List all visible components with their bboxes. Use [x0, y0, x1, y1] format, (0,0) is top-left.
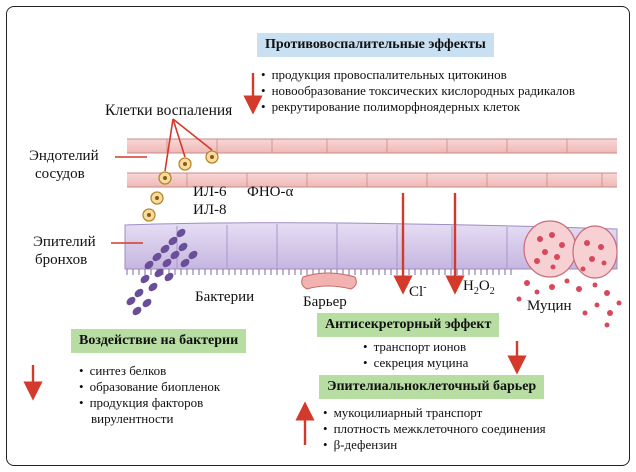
epithelial-barrier-box: Эпителиальноклеточный барьер — [319, 375, 544, 399]
list-item: мукоцилиарный транспорт — [323, 405, 546, 421]
diagram-frame: Противовоспалительные эффекты продукция … — [6, 6, 630, 466]
list-item: продукция факторов — [79, 395, 220, 411]
bacteria-effect-box: Воздействие на бактерии — [71, 329, 246, 353]
chloride-label: Cl- — [409, 279, 427, 301]
list-item: новообразование токсических кислородных … — [261, 83, 575, 99]
list-item: образование биопленок — [79, 379, 220, 395]
epithelium-label-line2: бронхов — [35, 251, 87, 269]
list-item: продукция провоспалительных цитокинов — [261, 67, 575, 83]
barrier-label: Барьер — [303, 293, 347, 311]
list-item: β-дефензин — [323, 437, 546, 453]
epithelial-barrier-title: Эпителиальноклеточный барьер — [327, 379, 536, 394]
bacteria-effect-title: Воздействие на бактерии — [79, 333, 238, 348]
list-item: плотность межклеточного соединения — [323, 421, 546, 437]
list-item: вирулентности — [79, 411, 220, 427]
il6-label: ИЛ-6 — [193, 183, 227, 201]
list-item: транспорт ионов — [363, 339, 468, 355]
list-item: синтез белков — [79, 363, 220, 379]
list-item: секреция муцина — [363, 355, 468, 371]
anti-inflammatory-box: Противовоспалительные эффекты — [257, 33, 494, 57]
il8-label: ИЛ-8 — [193, 201, 227, 219]
inflammation-cells-label: Клетки воспаления — [105, 102, 232, 120]
h2o2-label: H2O2 — [463, 277, 495, 301]
epithelial-barrier-list: мукоцилиарный транспорт плотность межкле… — [323, 405, 546, 453]
endothelium-label-line2: сосудов — [35, 165, 85, 183]
bacteria-effect-list: синтез белков образование биопленок прод… — [79, 363, 220, 427]
antisecretory-box: Антисекреторный эффект — [317, 313, 499, 337]
bacteria-label: Бактерии — [195, 288, 254, 306]
mucin-label: Муцин — [527, 297, 572, 315]
antisecretory-title: Антисекреторный эффект — [325, 317, 491, 332]
epithelium-label-line1: Эпителий — [33, 233, 96, 251]
anti-inflammatory-title: Противовоспалительные эффекты — [265, 37, 486, 52]
list-item: рекрутирование полиморфноядерных клеток — [261, 99, 575, 115]
endothelium-label-line1: Эндотелий — [29, 147, 99, 165]
tnf-label: ФНО-α — [247, 183, 293, 201]
barrier-shape — [302, 273, 357, 289]
antisecretory-list: транспорт ионов секреция муцина — [363, 339, 468, 371]
anti-inflammatory-list: продукция провоспалительных цитокинов но… — [261, 67, 575, 115]
